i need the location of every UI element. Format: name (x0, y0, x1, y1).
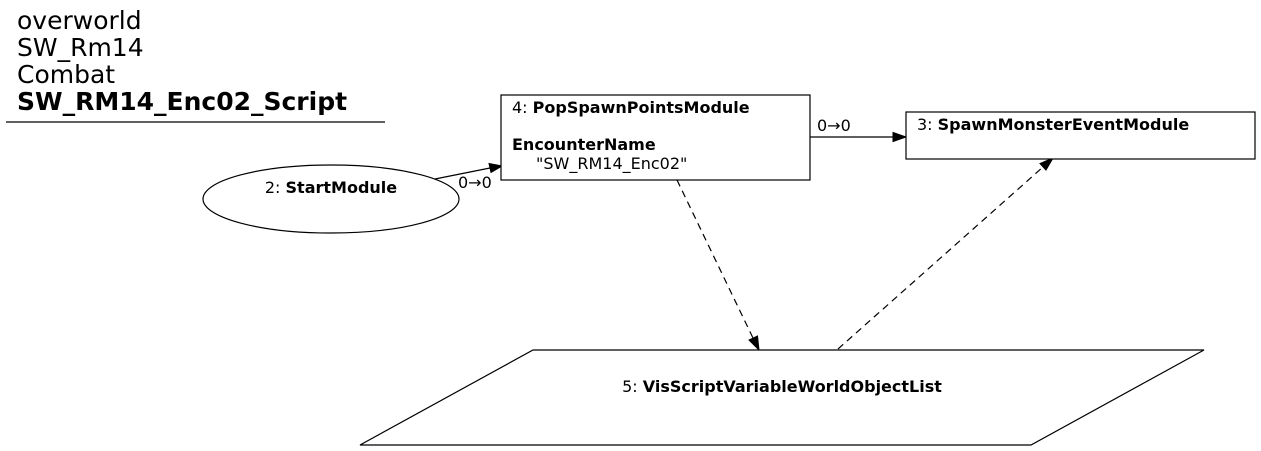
param-name: EncounterName (512, 135, 656, 154)
arrowhead (748, 335, 760, 352)
arrowhead (892, 131, 908, 143)
ellipse-shape (202, 164, 460, 234)
edge-start-to-popspawn: 0→0 (434, 162, 504, 192)
node-id: 4: (512, 98, 533, 117)
param-value: "SW_RM14_Enc02" (536, 154, 687, 174)
title-line-1: overworld (17, 6, 142, 35)
node-id: 5: (622, 377, 643, 396)
node-name: VisScriptVariableWorldObjectList (643, 377, 942, 396)
edge-line (434, 167, 491, 180)
title-line-2: SW_Rm14 (17, 33, 144, 62)
node-name: StartModule (286, 178, 398, 197)
node-id: 3: (917, 115, 938, 134)
node-name: SpawnMonsterEventModule (938, 115, 1190, 134)
node-spawn-monster-event-module[interactable]: 3: SpawnMonsterEventModule (905, 111, 1256, 160)
title-line-3: Combat (17, 60, 115, 89)
edge-label: 0→0 (458, 173, 492, 192)
node-pop-spawn-points-module[interactable]: 4: PopSpawnPointsModule EncounterName "S… (500, 94, 811, 181)
graph-title: overworld SW_Rm14 Combat SW_RM14_Enc02_S… (6, 6, 385, 123)
node-label: 2: StartModule (265, 178, 397, 197)
edge-line (837, 166, 1044, 350)
node-label: 4: PopSpawnPointsModule (512, 98, 750, 117)
box-shape (500, 94, 811, 181)
parallelogram-shape (359, 349, 1205, 446)
node-start-module[interactable]: 2: StartModule (202, 164, 460, 234)
node-vis-script-variable-world-object-list[interactable]: 5: VisScriptVariableWorldObjectList (359, 349, 1205, 446)
node-id: 2: (265, 178, 286, 197)
node-label: 3: SpawnMonsterEventModule (917, 115, 1189, 134)
edge-popspawn-to-variable (676, 179, 760, 352)
arrowhead (488, 162, 504, 174)
arrowhead (1039, 156, 1055, 171)
script-name: SW_RM14_Enc02_Script (17, 87, 347, 116)
edge-variable-to-spawnmonster (837, 156, 1055, 350)
node-label: 5: VisScriptVariableWorldObjectList (622, 377, 942, 396)
edge-popspawn-to-spawnmonster: 0→0 (810, 116, 908, 143)
edge-label: 0→0 (817, 116, 851, 135)
edge-line (676, 179, 754, 339)
node-name: PopSpawnPointsModule (533, 98, 750, 117)
box-shape (905, 111, 1256, 160)
